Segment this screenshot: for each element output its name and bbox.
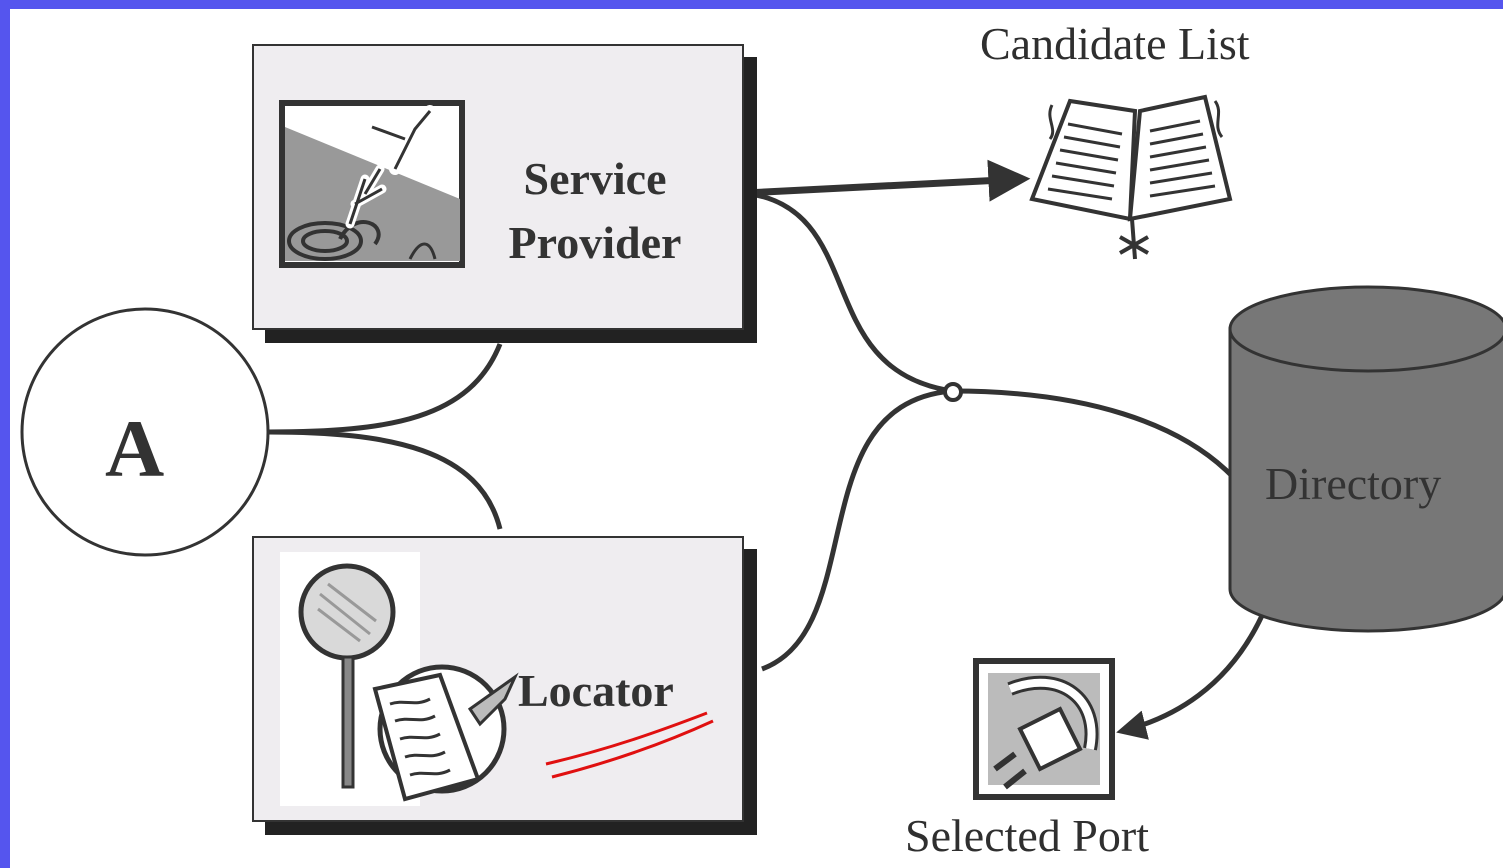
diagram-canvas: Service Provider Locator A Candidate Lis… (10, 9, 1503, 868)
connector-provider-to-junction (744, 190, 953, 394)
service-provider-label: Service Provider (480, 147, 710, 275)
connector-agent-to-locator (267, 429, 503, 530)
magnifier-document-icon (298, 563, 519, 802)
connector-agent-to-service-provider (267, 343, 503, 435)
plug-icon (973, 658, 1115, 800)
diagram-svg (20, 44, 1503, 835)
connector-locator-to-junction (761, 388, 953, 672)
directory-label: Directory (1265, 458, 1442, 509)
selected-port-label: Selected Port (905, 810, 1149, 861)
service-provider-label-line1: Service (523, 153, 667, 204)
red-underline-annotation (545, 711, 714, 779)
agent-label: A (105, 403, 165, 494)
junction-node (943, 382, 963, 402)
agent-circle (20, 307, 270, 557)
hands-reaching-icon (279, 100, 465, 268)
open-book-icon (1029, 94, 1233, 260)
candidate-list-label: Candidate List (980, 18, 1250, 69)
database-cylinder-icon (1228, 285, 1503, 633)
service-provider-label-line2: Provider (508, 217, 682, 268)
arrow-to-candidate-list (744, 159, 1031, 202)
locator-label: Locator (518, 665, 674, 716)
